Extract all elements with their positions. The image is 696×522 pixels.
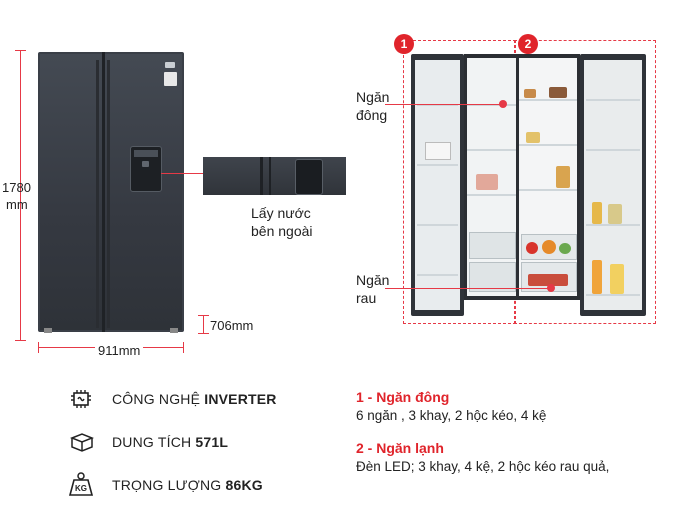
- freezer-shelf: [467, 194, 516, 196]
- door-seam: [102, 52, 105, 332]
- depth-value: 706mm: [210, 318, 254, 333]
- height-dimension-cap-bottom: [15, 340, 26, 341]
- veg-label-line2: rau: [356, 290, 377, 306]
- freezer-drawer: [469, 232, 516, 259]
- freezer-shelf: [467, 149, 516, 151]
- bottle-item: [610, 264, 624, 294]
- freezer-pointer-dot: [499, 100, 507, 108]
- water-dispenser: [130, 146, 162, 192]
- legend-fridge-desc: Đèn LED; 3 khay, 4 kệ, 2 hộc kéo rau quả…: [356, 459, 610, 474]
- dispenser-panel: [134, 150, 158, 157]
- spec-row-weight: KG TRỌNG LƯỢNG 86KG: [68, 471, 348, 499]
- fridge-shelf: [519, 144, 577, 146]
- spec-weight-value: 86KG: [225, 477, 263, 493]
- legend-freezer-desc: 6 ngăn , 3 khay, 2 hộc kéo, 4 kệ: [356, 408, 547, 423]
- door-shelf: [417, 224, 458, 226]
- chip-inverter-icon: [68, 387, 94, 411]
- spec-weight-text: TRỌNG LƯỢNG 86KG: [112, 477, 263, 493]
- right-handle: [107, 60, 110, 328]
- fridge-shelf: [519, 99, 577, 101]
- width-value: 911mm: [95, 343, 144, 358]
- door-shelf: [417, 164, 458, 166]
- brand-logo-icon: [165, 62, 175, 68]
- door-shelf: [586, 294, 640, 296]
- bottle-item: [608, 204, 622, 224]
- width-dimension-cap-right: [183, 342, 184, 353]
- spec-inverter-label: CÔNG NGHỆ: [112, 391, 205, 407]
- height-dimension-line: [20, 50, 21, 340]
- spec-inverter-text: CÔNG NGHỆ INVERTER: [112, 391, 277, 407]
- height-unit: mm: [6, 197, 28, 212]
- fridge-shelf: [519, 189, 577, 191]
- legend-freezer-title: 1 - Ngăn đông: [356, 389, 450, 405]
- food-item: [476, 174, 498, 190]
- weight-kg-icon: KG: [68, 471, 94, 497]
- callout-text-line1: Lấy nước: [251, 205, 311, 221]
- spec-capacity-label: DUNG TÍCH: [112, 434, 196, 450]
- weight-icon-text: KG: [75, 484, 87, 493]
- door-shelf: [586, 99, 640, 101]
- zoom-seam-right: [269, 157, 271, 195]
- dispenser-nozzle: [142, 161, 149, 167]
- spec-row-capacity: DUNG TÍCH 571L: [68, 428, 348, 456]
- box-capacity-icon: [68, 430, 96, 454]
- depth-dimension-cap-top: [198, 315, 209, 316]
- spec-capacity-value: 571L: [195, 434, 229, 450]
- freezer-shelf: [467, 104, 516, 106]
- right-door: [105, 54, 182, 330]
- height-value: 1780: [2, 180, 31, 195]
- open-fridge-door: [580, 54, 646, 316]
- door-shelf: [417, 104, 458, 106]
- foot-left: [44, 328, 52, 333]
- bottle-item: [592, 202, 602, 224]
- door-shelf: [586, 224, 640, 226]
- vegetable-item: [559, 243, 571, 254]
- freezer-label-line1: Ngăn: [356, 89, 390, 105]
- spec-row-inverter: CÔNG NGHỆ INVERTER: [68, 385, 348, 413]
- left-door: [40, 54, 102, 330]
- vegetable-item: [542, 240, 556, 254]
- food-item: [524, 89, 536, 98]
- veg-pointer-line: [385, 288, 551, 289]
- warranty-sticker-icon: [164, 72, 177, 86]
- vegetable-item: [526, 242, 538, 254]
- freezer-drawer: [469, 262, 516, 292]
- freezer-badge: 1: [394, 34, 414, 54]
- zoom-seam-left: [260, 157, 263, 195]
- zoom-dispenser-icon: [295, 159, 323, 195]
- dispenser-callout-line: [161, 173, 203, 174]
- height-dimension-cap-top: [15, 50, 26, 51]
- open-cabinet: [464, 54, 580, 300]
- food-item: [549, 87, 567, 98]
- freezer-label-line2: đông: [356, 107, 388, 123]
- door-shelf: [586, 149, 640, 151]
- depth-dimension-line: [203, 315, 204, 333]
- left-handle: [96, 60, 99, 328]
- spec-weight-label: TRỌNG LƯỢNG: [112, 477, 226, 493]
- spec-inverter-value: INVERTER: [204, 391, 277, 407]
- legend-fridge-title: 2 - Ngăn lạnh: [356, 440, 444, 456]
- dispenser-zoom: [203, 157, 346, 195]
- foot-right: [170, 328, 178, 333]
- bottle-item: [592, 260, 602, 294]
- fridge-badge: 2: [518, 34, 538, 54]
- door-shelf: [417, 274, 458, 276]
- depth-dimension-cap-bottom: [198, 333, 209, 334]
- freezer-pointer-line: [385, 104, 503, 105]
- food-item: [526, 132, 540, 143]
- vegetable-item: [528, 274, 568, 286]
- food-item: [556, 166, 570, 188]
- open-freezer-door: [411, 54, 464, 316]
- width-dimension-cap-left: [38, 342, 39, 353]
- veg-label-line1: Ngăn: [356, 272, 390, 288]
- door-liner: [415, 60, 460, 310]
- veg-pointer-dot: [547, 284, 555, 292]
- ice-maker-icon: [425, 142, 451, 160]
- callout-text-line2: bên ngoài: [251, 223, 313, 239]
- fridge-closed: [38, 52, 184, 333]
- spec-capacity-text: DUNG TÍCH 571L: [112, 434, 228, 450]
